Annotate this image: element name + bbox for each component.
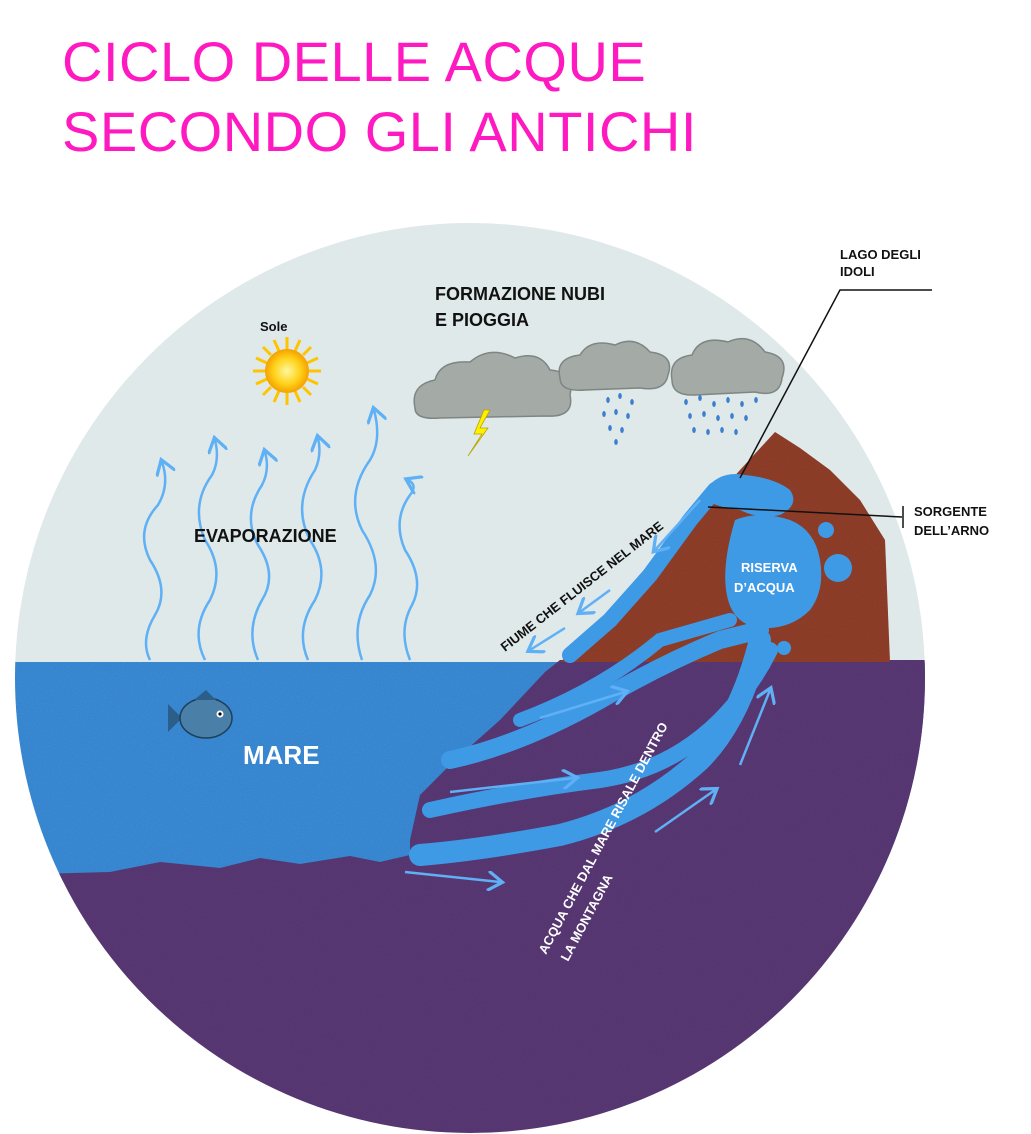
river-channel <box>562 482 723 663</box>
river-flow-arrows <box>530 499 701 650</box>
sun-icon <box>253 337 321 405</box>
underground-earth <box>15 660 925 1133</box>
reserve-label-line-1: RISERVA <box>741 560 798 575</box>
cavity-2 <box>818 522 834 538</box>
underground-flow-arrows <box>404 690 770 882</box>
lightning-icon <box>467 409 491 457</box>
sea-label: MARE <box>243 740 320 770</box>
lake-of-idols <box>705 474 794 517</box>
title-line-1: CICLO DELLE ACQUE <box>62 30 647 93</box>
globe-section <box>15 223 925 1133</box>
leader-lines <box>707 289 932 528</box>
lake-label-line-2: IDOLI <box>840 264 875 279</box>
clouds-label-line-2: E PIOGGIA <box>435 310 529 330</box>
lake-label-line-1: LAGO DEGLI <box>840 247 921 262</box>
evaporation-label: EVAPORAZIONE <box>194 526 337 546</box>
water-reserve <box>725 515 822 629</box>
reserve-label-line-2: D’ACQUA <box>734 580 795 595</box>
rain-icon <box>602 393 758 445</box>
cavity-1 <box>824 554 852 582</box>
sun-label: Sole <box>260 319 287 334</box>
spring-label-line-2: DELL’ARNO <box>914 523 989 538</box>
cloud-icon <box>413 337 785 420</box>
clouds-label-line-1: FORMAZIONE NUBI <box>435 284 605 304</box>
fish-icon <box>168 690 233 739</box>
spring-label-line-1: SORGENTE <box>914 504 987 519</box>
evaporation-arrows <box>142 410 417 661</box>
cavity-3 <box>777 641 791 655</box>
title-line-2: SECONDO GLI ANTICHI <box>62 100 697 163</box>
